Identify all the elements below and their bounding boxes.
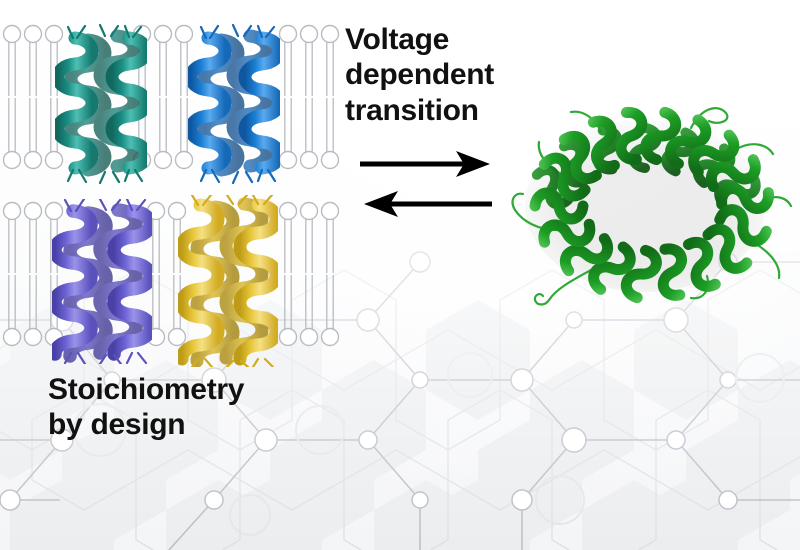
lipid-bilayer-top: [2, 24, 340, 170]
blue-bundle: [188, 24, 280, 184]
teal-terminal-loops: [66, 24, 144, 184]
membrane-panel-top: [0, 8, 345, 184]
teal-back-helices: [71, 36, 134, 170]
teal-bundle: [55, 24, 147, 184]
yellow-terminal-loops: [190, 195, 275, 367]
lipid-lower-leaflet: [2, 97, 340, 170]
yellow-bundle: [178, 195, 278, 367]
lipid-upper-leaflet: [2, 24, 340, 97]
purple-terminal-loops: [63, 199, 148, 364]
blue-back-helices: [204, 36, 267, 170]
reverse-transition-arrow: [364, 191, 492, 217]
membrane-panel-bottom: [0, 185, 345, 367]
transition-arrows: [360, 151, 492, 217]
forward-transition-arrow: [360, 151, 490, 177]
stoichiometry-title: Stoichiometry by design: [48, 373, 245, 442]
voltage-transition-title: Voltage dependent transition: [345, 23, 494, 127]
purple-bundle: [52, 199, 152, 364]
green-pore-ring: [495, 88, 795, 313]
blue-terminal-loops: [199, 24, 277, 184]
